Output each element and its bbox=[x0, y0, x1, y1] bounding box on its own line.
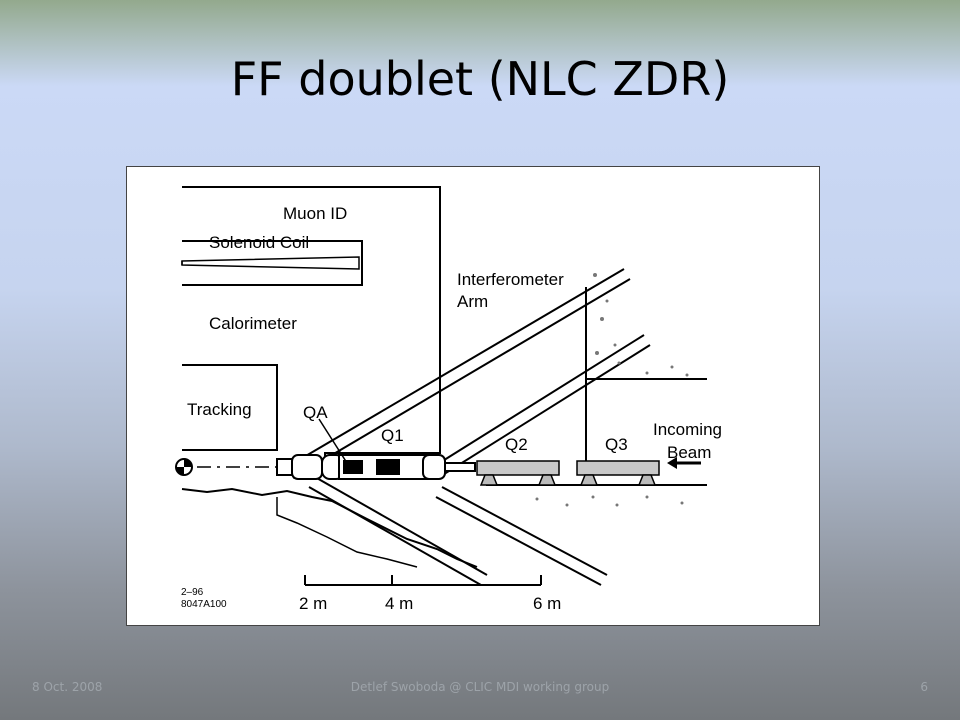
label-incoming: Incoming bbox=[653, 420, 722, 439]
scale-bar bbox=[304, 575, 542, 586]
label-calorimeter: Calorimeter bbox=[209, 314, 297, 333]
label-q2: Q2 bbox=[505, 435, 528, 454]
label-solenoid-coil: Solenoid Coil bbox=[209, 233, 309, 252]
qa-pointer bbox=[318, 418, 348, 464]
diagram-drawing: Muon ID Solenoid Coil Calorimeter Tracki… bbox=[175, 186, 722, 613]
q3-magnet bbox=[576, 460, 660, 486]
ground-rubble bbox=[535, 273, 689, 507]
label-tracking: Tracking bbox=[187, 400, 252, 419]
label-code-date: 2–96 bbox=[181, 587, 204, 598]
slide-title: FF doublet (NLC ZDR) bbox=[230, 52, 730, 106]
interferometer-arms bbox=[286, 268, 651, 586]
floor-edge bbox=[181, 487, 478, 568]
detector-outline bbox=[182, 186, 441, 460]
page-number: 6 bbox=[920, 680, 928, 694]
label-code-id: 8047A100 bbox=[181, 599, 227, 610]
label-interferometer: Interferometer bbox=[457, 270, 564, 289]
q2-magnet bbox=[476, 460, 560, 486]
solenoid-coil-shape bbox=[181, 256, 360, 270]
label-q3: Q3 bbox=[605, 435, 628, 454]
footer-center: Detlef Swoboda @ CLIC MDI working group bbox=[350, 680, 610, 694]
label-beam: Beam bbox=[667, 443, 711, 462]
label-muon-id: Muon ID bbox=[283, 204, 347, 223]
label-qa: QA bbox=[303, 403, 328, 422]
label-interferometer-arm: Arm bbox=[457, 292, 488, 311]
label-q1: Q1 bbox=[381, 426, 404, 445]
ff-doublet-diagram: Muon ID Solenoid Coil Calorimeter Tracki… bbox=[126, 166, 820, 626]
scale-tick-6m: 6 m bbox=[533, 594, 561, 613]
magnet-assembly bbox=[276, 454, 476, 480]
scale-tick-4m: 4 m bbox=[385, 594, 413, 613]
scale-tick-2m: 2 m bbox=[299, 594, 327, 613]
footer-date: 8 Oct. 2008 bbox=[32, 680, 103, 694]
